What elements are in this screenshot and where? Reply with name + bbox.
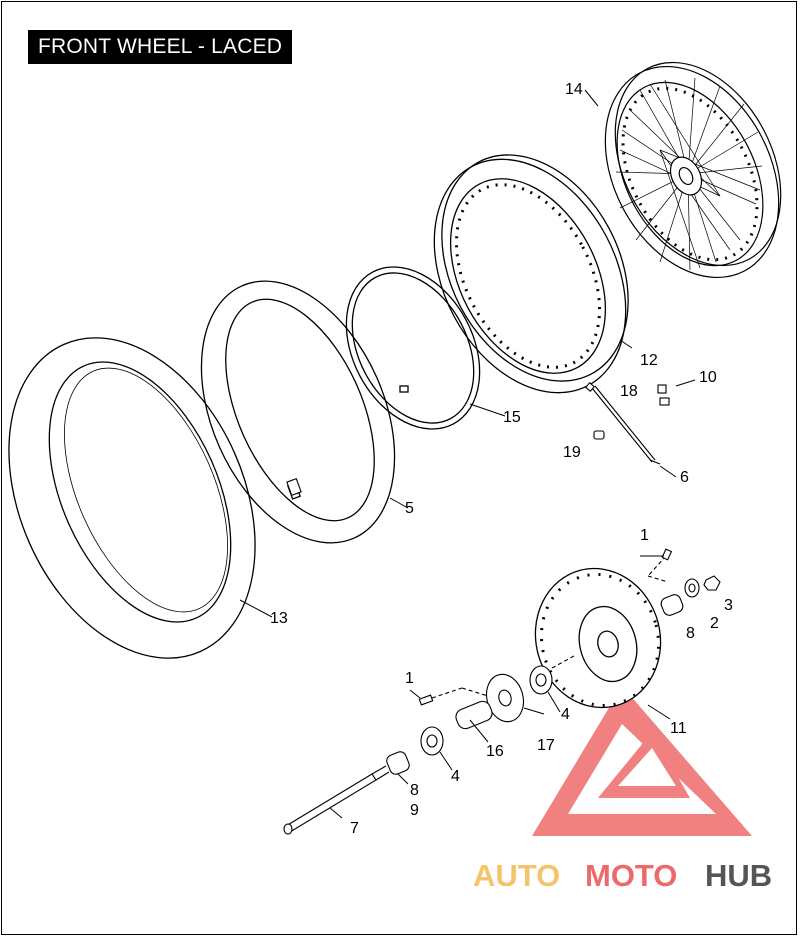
laced-wheel-assembly [604,61,782,279]
callout-6: 6 [680,469,689,486]
callout-13: 13 [270,610,288,627]
callout-7: 7 [350,820,359,837]
rim-strip [345,266,481,430]
callout-8-lower: 8 [410,782,419,799]
brake-disc [534,567,662,709]
callout-11: 11 [670,720,687,737]
watermark-hub: HUB [705,858,772,893]
callout-1-lower: 1 [405,670,414,687]
callout-5: 5 [405,500,414,517]
rim [433,154,629,394]
callout-2: 2 [710,615,719,632]
inner-tube [200,280,396,544]
callout-19: 19 [563,444,581,461]
callout-8-upper: 8 [686,625,695,642]
leader-lines [239,89,696,819]
hub-components [283,655,575,835]
watermark-moto: MOTO [585,858,677,893]
diagram-title: FRONT WHEEL - LACED [28,30,293,64]
callout-16: 16 [486,743,504,760]
right-side-hardware [647,548,721,616]
callout-12: 12 [640,352,658,369]
callout-14: 14 [565,81,583,98]
watermark-auto: AUTO [473,858,560,893]
callout-3: 3 [724,597,733,614]
spoke-and-nipples [584,381,670,465]
tire [8,337,256,659]
callout-4-lower: 4 [451,768,460,785]
callout-10: 10 [699,369,717,386]
callout-15: 15 [503,409,521,426]
watermark-text: AUTO MOTO HUB [473,858,772,893]
valve-stem [286,478,302,496]
callout-9: 9 [410,802,419,819]
watermark-logo [532,686,752,836]
callout-18: 18 [620,383,638,400]
callout-labels: 14 12 10 18 15 19 6 5 1 3 13 2 8 1 4 11 … [270,81,733,837]
callout-1-upper: 1 [640,527,649,544]
callout-17: 17 [537,737,555,754]
callout-4-upper: 4 [561,706,570,723]
